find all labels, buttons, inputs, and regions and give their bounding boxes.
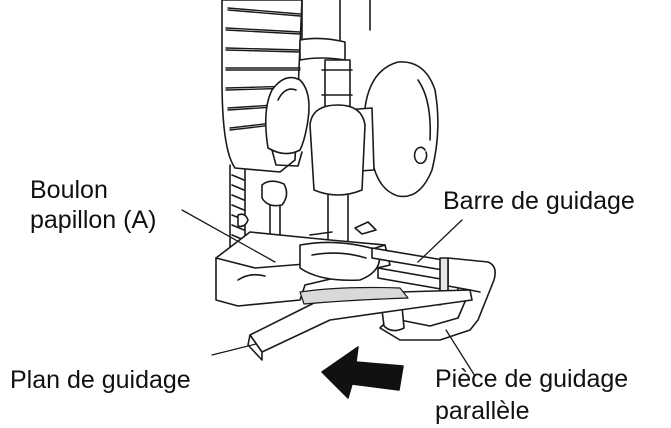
left-handle-knob [264,76,310,167]
label-wing-bolt-line2: papillon (A) [30,206,157,234]
leader-guide-plane [211,343,257,356]
leader-guide-bar [417,219,463,263]
label-parallel-guide-line1: Pièce de guidage [435,365,629,393]
leader-wing-bolt [181,209,276,263]
leader-parallel-guide [445,329,476,377]
label-parallel-guide-line2: parallèle [435,397,530,425]
router-base-plate [215,221,391,307]
label-guide-plane: Plan de guidage [10,366,191,394]
central-column [309,59,366,269]
label-parallel-guide: Pièce de guidage parallèle [435,363,628,427]
guide-plane [247,286,473,361]
push-arrow-icon [321,346,404,399]
depth-stop-knob [261,180,288,241]
label-wing-bolt: Boulon papillon (A) [30,175,156,235]
leader-lines [181,209,476,377]
label-wing-bolt-line1: Boulon [30,176,108,204]
label-guide-bar: Barre de guidage [443,187,635,215]
